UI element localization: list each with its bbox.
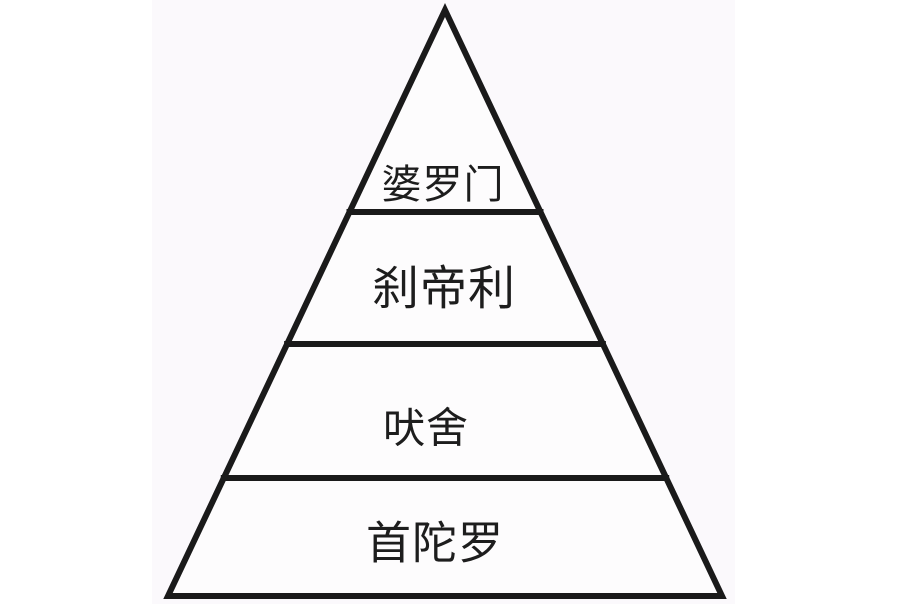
pyramid-outline (163, 2, 727, 599)
tier-label-shudra: 首陀罗 (366, 517, 504, 570)
tier-label-kshatriya: 刹帝利 (372, 262, 516, 317)
tier-label-brahmin: 婆罗门 (382, 162, 505, 208)
pyramid-body (168, 10, 722, 596)
tier-label-vaishya: 吠舍 (383, 404, 469, 453)
